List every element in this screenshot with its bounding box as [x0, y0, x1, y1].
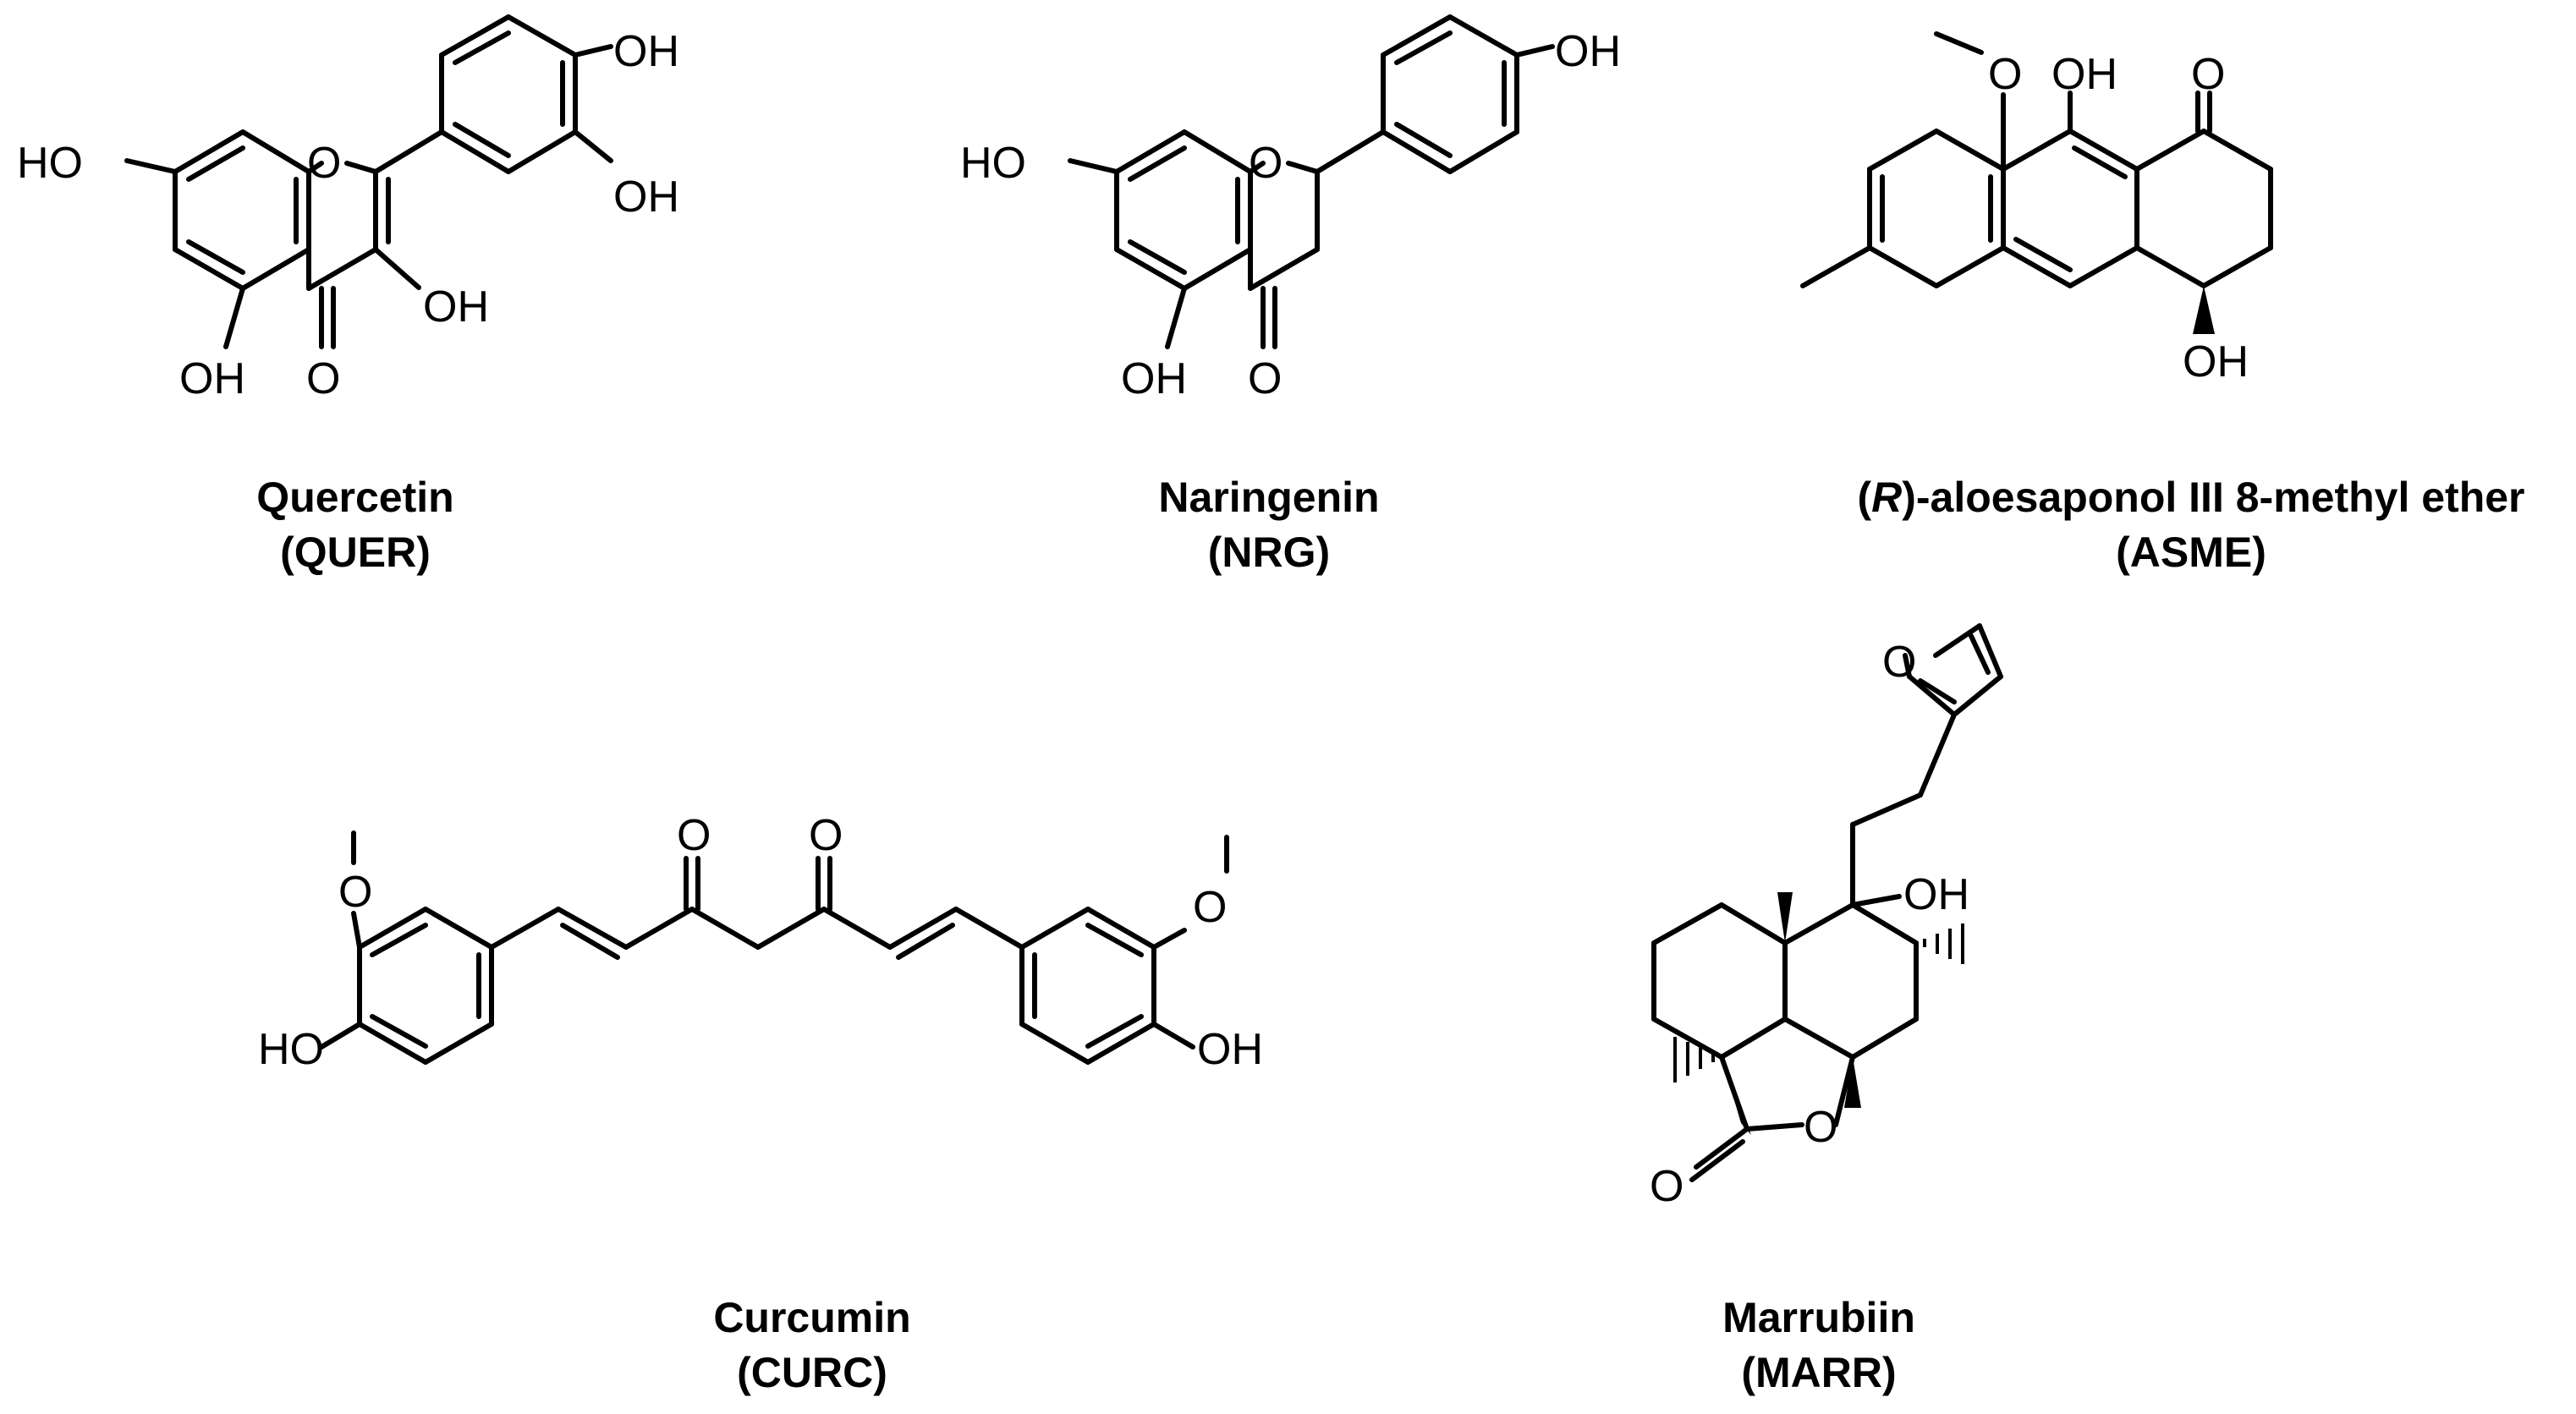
- quercetin-oh-5: OH: [179, 354, 245, 403]
- caption-quercetin: Quercetin: [256, 474, 453, 521]
- caption-marrubiin: Marrubiin: [1722, 1294, 1915, 1341]
- curcumin-methoxy-o-left: O: [338, 868, 372, 917]
- marrubiin-lactone-ring-o: O: [1804, 1103, 1837, 1152]
- quercetin-ring-o: O: [307, 139, 341, 188]
- asme-methoxy-o: O: [1988, 50, 2022, 99]
- caption-marrubiin-abbr: (MARR): [1741, 1349, 1896, 1396]
- quercetin-carbonyl-o: O: [306, 354, 340, 403]
- curcumin-methoxy-o-right: O: [1193, 883, 1227, 932]
- structure-naringenin: OH HO O OH O: [960, 14, 1621, 403]
- asme-oh-4: OH: [2183, 337, 2249, 386]
- caption-curcumin-abbr: (CURC): [737, 1349, 887, 1396]
- caption-asme-suffix: )-aloesaponol III 8-methyl ether: [1902, 474, 2524, 521]
- naringenin-carbonyl-o: O: [1248, 354, 1282, 403]
- naringenin-oh-4p: OH: [1555, 27, 1621, 76]
- marrubiin-furan-o: O: [1882, 638, 1916, 687]
- curcumin-keto-o-2: O: [809, 811, 843, 860]
- structure-curcumin: O HO O O O OH: [258, 811, 1263, 1074]
- caption-asme: (R)-aloesaponol III 8-methyl ether: [1857, 474, 2524, 521]
- caption-asme-abbr: (ASME): [2116, 529, 2266, 576]
- caption-curcumin: Curcumin: [713, 1294, 910, 1341]
- marrubiin-lactone-carbonyl-o: O: [1650, 1162, 1683, 1211]
- quercetin-oh-4p: OH: [613, 27, 679, 76]
- caption-asme-prefix: (: [1857, 474, 1871, 521]
- caption-asme-stereo: R: [1871, 474, 1902, 521]
- curcumin-ho-left: HO: [258, 1025, 324, 1074]
- quercetin-oh-3: OH: [423, 282, 489, 332]
- asme-oh-9: OH: [2051, 50, 2117, 99]
- naringenin-ho-7: HO: [960, 139, 1026, 188]
- naringenin-ring-o: O: [1249, 139, 1283, 188]
- naringenin-oh-5: OH: [1121, 354, 1187, 403]
- structure-quercetin: OH OH HO O OH OH O: [17, 14, 679, 403]
- asme-carbonyl-o: O: [2191, 50, 2225, 99]
- curcumin-keto-o-1: O: [677, 811, 711, 860]
- structure-asme: O OH O OH: [1800, 31, 2273, 386]
- caption-naringenin: Naringenin: [1158, 474, 1379, 521]
- quercetin-ho-7: HO: [17, 139, 83, 188]
- caption-naringenin-abbr: (NRG): [1208, 529, 1330, 576]
- caption-quercetin-abbr: (QUER): [280, 529, 431, 576]
- marrubiin-oh: OH: [1903, 870, 1969, 919]
- quercetin-oh-3p: OH: [613, 173, 679, 222]
- structure-marrubiin: O OH O O: [1650, 623, 2003, 1211]
- curcumin-oh-right: OH: [1197, 1025, 1263, 1074]
